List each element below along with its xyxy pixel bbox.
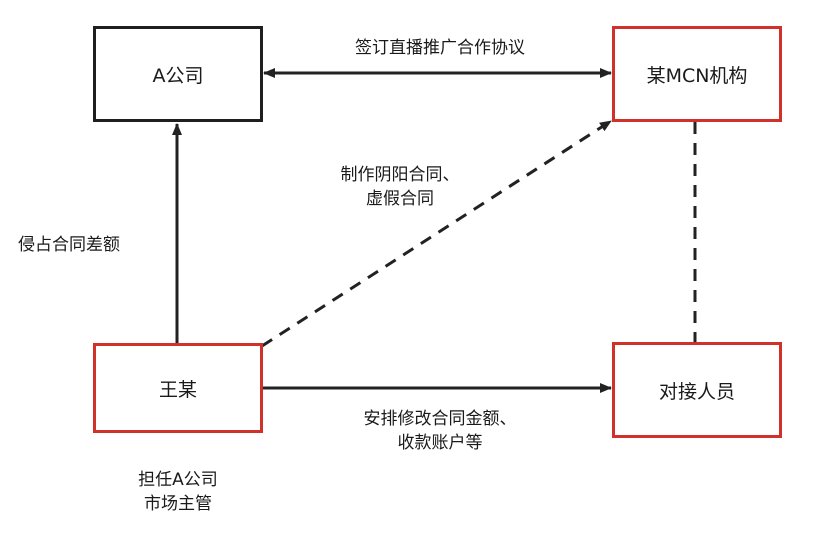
agreement-text: 签订直播推广合作协议 [355,38,525,58]
mcn-node: 某MCN机构 [612,26,782,122]
contact-label: 对接人员 [658,380,735,403]
fake-contract-arrow [261,119,612,348]
role-note-line1: 担任A公司 [138,470,218,490]
company-a-label: A公司 [152,64,204,87]
fake-contract-label: 制作阴阳合同、 虚假合同 [320,163,480,211]
fake-contract-text-line2: 虚假合同 [366,189,434,209]
wang-label: 王某 [158,378,197,401]
role-note-line2: 市场主管 [144,494,212,514]
agreement-label: 签订直播推广合作协议 [300,36,580,60]
wang-node: 王某 [93,343,263,433]
modify-text-line2: 收款账户等 [397,433,483,453]
mcn-label: 某MCN机构 [646,64,748,87]
company-a-node: A公司 [93,26,263,122]
modify-label: 安排修改合同金额、 收款账户等 [345,407,535,455]
contact-node: 对接人员 [612,342,782,438]
role-note: 担任A公司 市场主管 [118,468,238,516]
embezzle-text: 侵占合同差额 [18,235,120,255]
embezzle-label: 侵占合同差额 [18,233,158,257]
modify-text-line1: 安排修改合同金额、 [363,409,517,429]
fake-contract-text-line1: 制作阴阳合同、 [340,165,460,185]
